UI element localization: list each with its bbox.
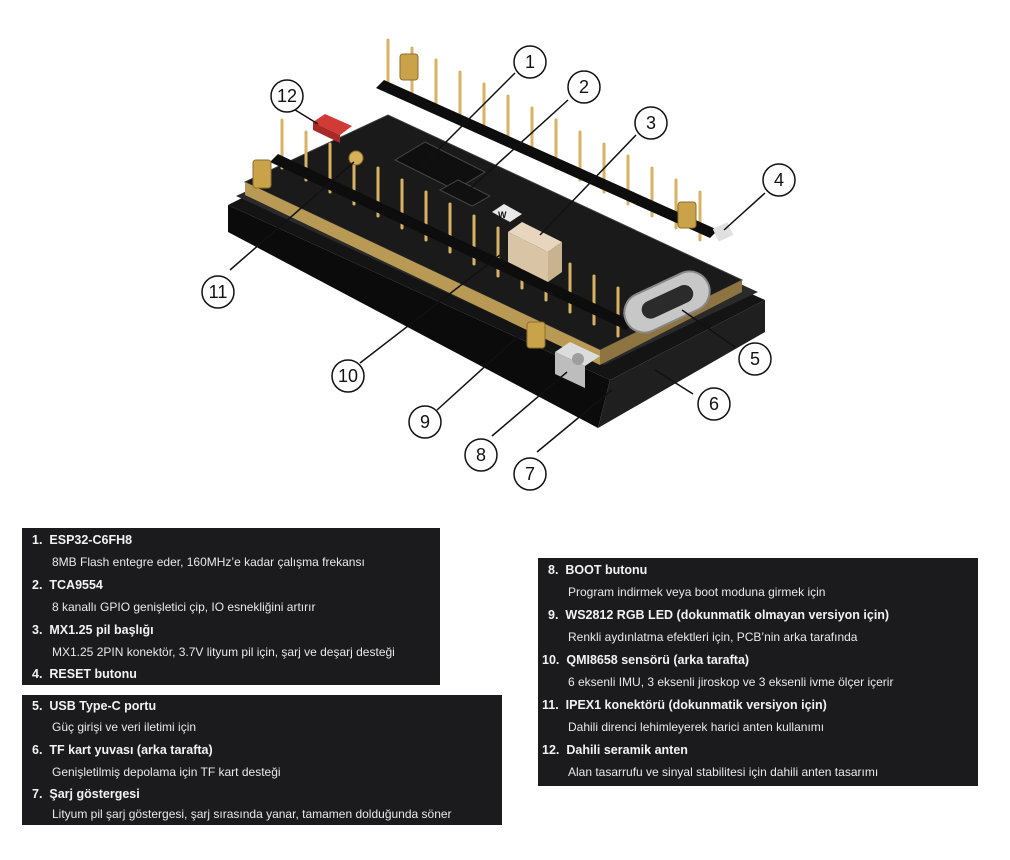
legend-item-number: 1.: [32, 533, 43, 547]
legend-item-title: IPEX1 konektörü (dokunmatik versiyon içi…: [565, 698, 827, 712]
callout-5-circle: [738, 342, 772, 376]
callout-2-circle: [567, 70, 601, 104]
standoffs: [252, 53, 697, 349]
legend-item-desc: 8 kanallı GPIO genişletici çip, IO esnek…: [52, 600, 316, 614]
callout-leader-lines: [229, 72, 766, 453]
usb-c-port: [623, 270, 711, 334]
legend-item-number: 8.: [548, 563, 559, 577]
legend-item-number: 7.: [32, 787, 43, 801]
legend-item-number: 6.: [32, 743, 43, 757]
callout-7-circle: [513, 457, 547, 491]
callout-11-circle: [201, 275, 235, 309]
legend-item-desc: Program indirmek veya boot moduna girmek…: [568, 585, 826, 599]
legend-item-title: MX1.25 pil başlığı: [49, 623, 154, 637]
header-strips: [270, 80, 718, 330]
legend-item-desc: Genişletilmiş depolama için TF kart dest…: [52, 765, 281, 779]
legend-item-title: ESP32-C6FH8: [49, 533, 133, 547]
legend-item-number: 3.: [32, 623, 43, 637]
callout-1-circle: [513, 45, 547, 79]
ceramic-antenna: [313, 114, 352, 143]
legend-item-desc: 6 eksenli IMU, 3 eksenli jiroskop ve 3 e…: [568, 675, 894, 689]
legend-item-number: 10.: [542, 653, 560, 667]
boot-button: [555, 342, 600, 388]
legend-item-desc: Renkli aydınlatma efektleri için, PCB’ni…: [568, 630, 858, 644]
callout-4-circle: [762, 163, 796, 197]
legend-item-number: 9.: [548, 608, 559, 622]
callout-2-label: 2: [579, 77, 589, 97]
board-logo-text: W: [498, 210, 507, 220]
legend-item-number: 4.: [32, 667, 43, 681]
callout-10-circle: [331, 359, 365, 393]
callout-numbers: 1 2 3 4 5 6 7 8 9 10 11 12: [209, 52, 784, 484]
legend-item-title: TCA9554: [49, 578, 103, 592]
callout-3-label: 3: [646, 113, 656, 133]
legend-item-desc: Alan tasarrufu ve sinyal stabilitesi içi…: [568, 765, 879, 779]
callout-6-circle: [697, 387, 731, 421]
legend-item-desc: 8MB Flash entegre eder, 160MHz’e kadar ç…: [52, 555, 365, 569]
legend-item-number: 12.: [542, 743, 560, 757]
battery-header: [508, 222, 562, 282]
callout-8-label: 8: [476, 445, 486, 465]
callout-6-label: 6: [709, 394, 719, 414]
legend-item-desc: Dahili direnci lehimleyerek harici anten…: [568, 720, 825, 734]
legend-item-number: 11.: [542, 698, 559, 712]
callout-circles: [201, 45, 796, 491]
legend-item-title: BOOT butonu: [565, 563, 648, 577]
callout-8-circle: [464, 438, 498, 472]
callout-9-circle: [408, 405, 442, 439]
legend-item-number: 2.: [32, 578, 43, 592]
legend-panel-left-bottom: 5. USB Type-C portu Güç girişi ve veri i…: [22, 695, 502, 825]
callout-3-circle: [634, 106, 668, 140]
product-illustration: W: [201, 38, 796, 491]
callout-12-circle: [270, 79, 304, 113]
legend-item-desc: Lityum pil şarj göstergesi, şarj sırasın…: [52, 807, 452, 821]
legend-item-title: Şarj göstergesi: [49, 787, 140, 801]
callout-4-label: 4: [774, 170, 784, 190]
callout-9-label: 9: [420, 412, 430, 432]
legend-item-title: QMI8658 sensörü (arka tarafta): [566, 653, 750, 667]
legend-item-title: Dahili seramik anten: [566, 743, 688, 757]
legend-item-title: USB Type-C portu: [49, 699, 157, 713]
legend-item-desc: Güç girişi ve veri iletimi için: [52, 720, 197, 734]
callout-12-label: 12: [277, 86, 297, 106]
legend-panel-right: 8. BOOT butonu Program indirmek veya boo…: [538, 558, 978, 786]
callout-10-label: 10: [338, 366, 358, 386]
legend-panel-left-top: 1. ESP32-C6FH8 8MB Flash entegre eder, 1…: [22, 528, 440, 685]
legend-item-title: TF kart yuvası (arka tarafta): [49, 743, 213, 757]
legend-item-title: RESET butonu: [49, 667, 137, 681]
callout-5-label: 5: [750, 349, 760, 369]
callout-11-label: 11: [209, 282, 228, 302]
callout-7-label: 7: [525, 464, 535, 484]
legend-item-title: WS2812 RGB LED (dokunmatik olmayan versi…: [565, 608, 890, 622]
ipex-connector: [348, 150, 364, 166]
legend-item-desc: MX1.25 2PIN konektör, 3.7V lityum pil iç…: [52, 645, 395, 659]
esp32-chip: [393, 141, 487, 191]
board-logo: W: [492, 204, 522, 222]
callout-1-label: 1: [525, 52, 535, 72]
legend-item-number: 5.: [32, 699, 43, 713]
